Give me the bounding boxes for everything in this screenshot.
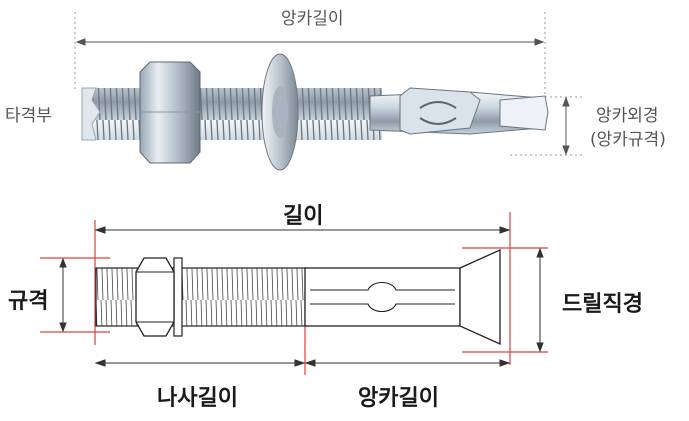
drawing-guide-lines: [40, 212, 548, 375]
photo-threaded-rod: [82, 88, 382, 140]
photo-diameter-label: 앙카외경: [596, 106, 659, 126]
anchor-photo: [74, 12, 585, 171]
drawing-total-length-arrow: [94, 226, 511, 234]
drawing-anchor-length-arrow: [304, 359, 511, 367]
photo-cone-tip: [499, 95, 549, 131]
anchor-line-drawing: [40, 212, 548, 375]
photo-diameter-spec-label: (앙카규격): [590, 130, 666, 150]
drawing-expansion-sleeve: [304, 267, 461, 327]
drawing-thread-length-label: 나사길이: [157, 386, 238, 411]
drawing-total-length-label: 길이: [283, 204, 324, 229]
drawing-spec-arrow: [59, 257, 67, 333]
drawing-washer: [173, 257, 183, 337]
photo-guide-lines: [74, 12, 585, 156]
drawing-threaded-rod: [95, 267, 307, 327]
photo-length-arrow: [75, 38, 545, 46]
photo-head-label: 타격부: [5, 106, 52, 126]
photo-length-label: 앙카길이: [281, 9, 344, 29]
drawing-thread-length-arrow: [94, 359, 306, 367]
drawing-cone: [459, 248, 501, 346]
drawing-drill-diameter-label: 드릴직경: [562, 292, 643, 317]
photo-diameter-arrow: [562, 96, 570, 156]
drawing-spec-label: 규격: [8, 289, 49, 314]
drawing-nut: [135, 257, 175, 337]
drawing-anchor-length-label: 앙카길이: [358, 386, 439, 411]
photo-strike-head: [81, 87, 101, 141]
drawing-drill-diameter-arrow: [536, 247, 544, 353]
